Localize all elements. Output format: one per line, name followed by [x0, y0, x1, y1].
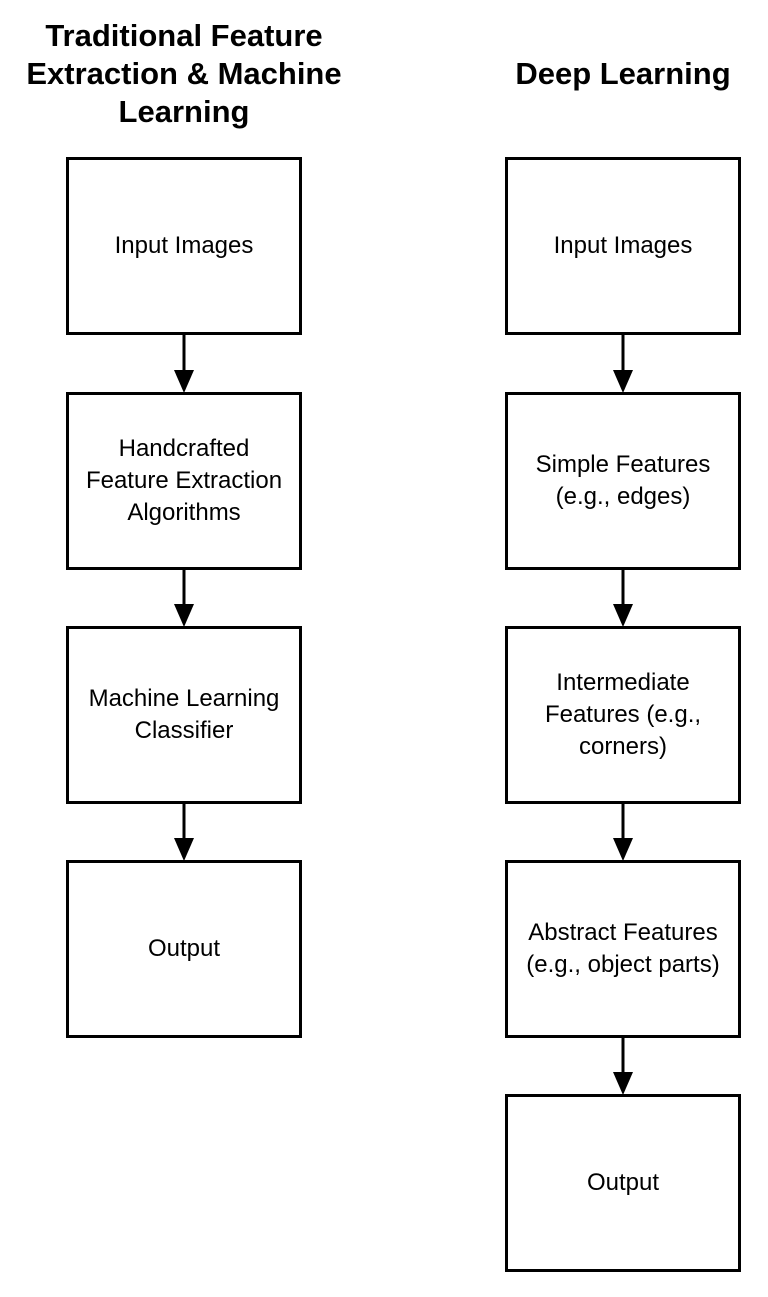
right-arrow-3: [613, 803, 633, 861]
traditional-ml-title: Traditional Feature Extraction & Machine…: [26, 18, 342, 129]
right-step-intermediate-features: Intermediate Features (e.g., corners): [505, 626, 741, 804]
left-step-feature-extraction: Handcrafted Feature Extraction Algorithm…: [66, 392, 302, 570]
right-step-label: Intermediate Features (e.g., corners): [544, 669, 702, 760]
left-step-label: Input Images: [114, 232, 254, 259]
right-arrow-2: [613, 569, 633, 627]
right-step-label: Simple Features (e.g., edges): [535, 451, 711, 510]
right-step-abstract-features: Abstract Features (e.g., object parts): [505, 860, 741, 1038]
right-step-label: Output: [586, 1169, 660, 1196]
left-step-label: Output: [147, 935, 221, 962]
right-arrow-4: [613, 1037, 633, 1095]
left-step-classifier: Machine Learning Classifier: [66, 626, 302, 804]
left-step-output: Output: [66, 860, 302, 1038]
right-step-label: Input Images: [553, 232, 693, 259]
left-step-label: Handcrafted Feature Extraction Algorithm…: [85, 435, 283, 526]
right-step-simple-features: Simple Features (e.g., edges): [505, 392, 741, 570]
deep-learning-title: Deep Learning: [515, 56, 731, 91]
left-arrow-2: [174, 569, 194, 627]
left-step-label: Machine Learning Classifier: [88, 685, 280, 744]
right-arrow-1: [613, 335, 633, 393]
right-step-label: Abstract Features (e.g., object parts): [526, 919, 720, 978]
left-arrow-3: [174, 803, 194, 861]
right-step-output: Output: [505, 1094, 741, 1272]
left-arrow-1: [174, 335, 194, 393]
right-step-input-images: Input Images: [505, 157, 741, 335]
left-step-input-images: Input Images: [66, 157, 302, 335]
